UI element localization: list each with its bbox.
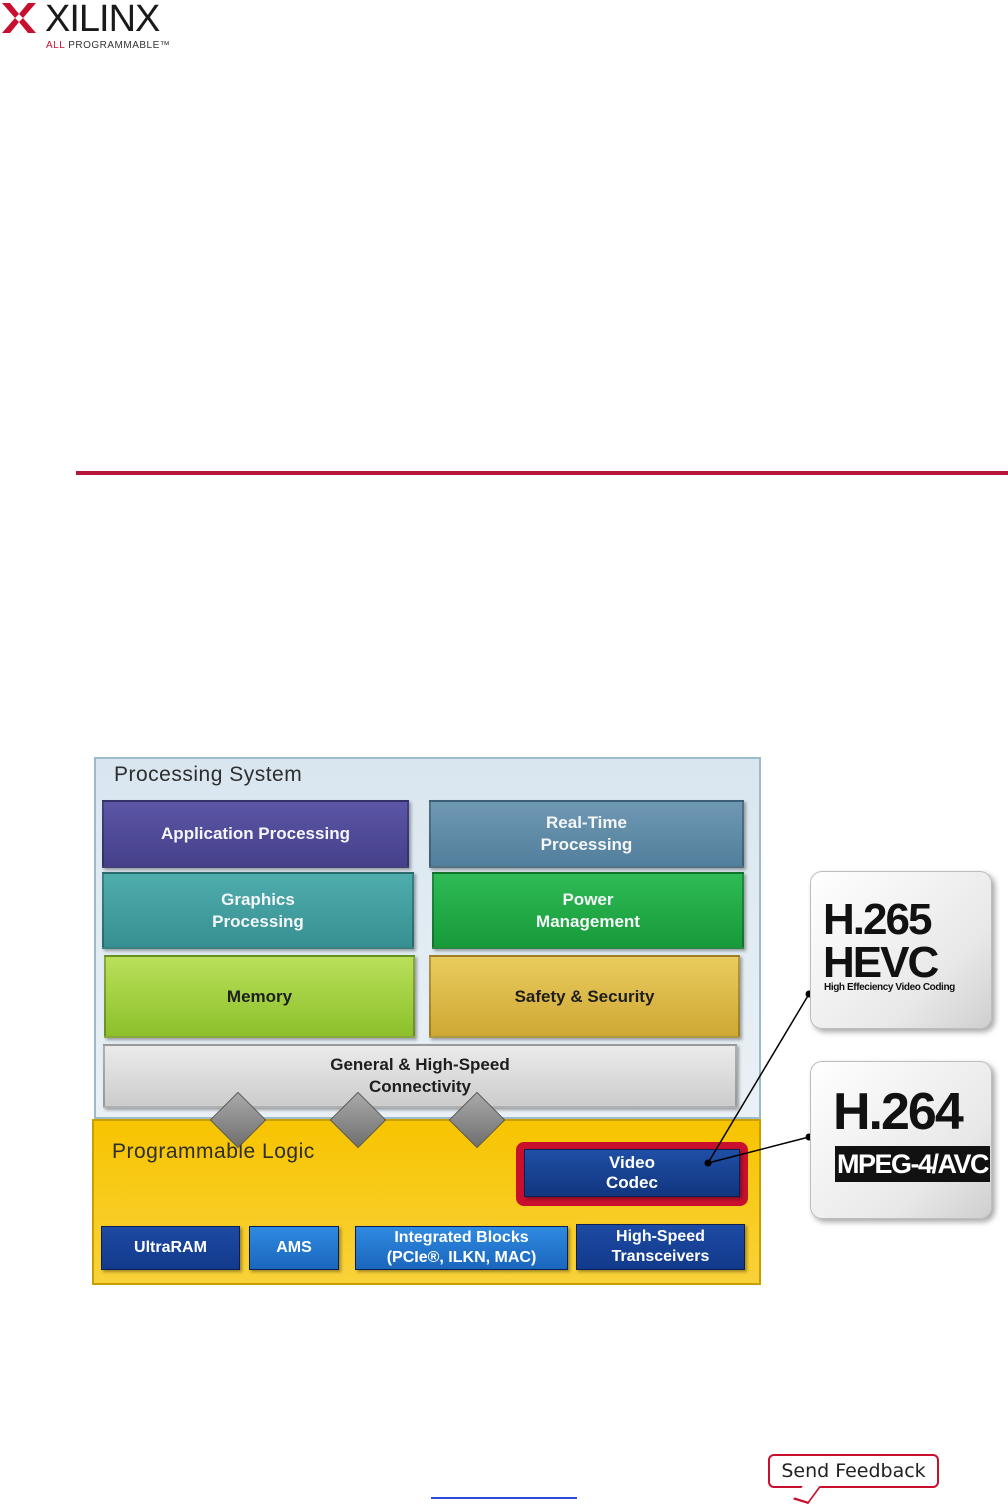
logo-wordmark: XILINX — [45, 0, 160, 40]
hevc-badge-name: HEVC — [823, 938, 939, 987]
block-application-processing: Application Processing — [102, 800, 409, 868]
programmable-logic-title: Programmable Logic — [112, 1140, 315, 1163]
block-ams: AMS — [249, 1226, 339, 1270]
block-high-speed-transceivers: High-Speed Transceivers — [576, 1224, 745, 1270]
hevc-badge: H.265 HEVC High Effeciency Video Coding — [810, 871, 992, 1029]
processing-system-title: Processing System — [114, 763, 303, 786]
avc-badge-subtitle: MPEG-4/AVC — [835, 1146, 991, 1182]
xilinx-x-icon — [2, 3, 36, 33]
section-divider — [76, 471, 1008, 475]
block-video-codec: Video Codec — [524, 1149, 740, 1197]
avc-badge-title: H.264 — [833, 1083, 964, 1141]
xilinx-logo: XILINX ALL PROGRAMMABLE™ — [0, 0, 180, 60]
hevc-badge-title: H.265 — [823, 895, 932, 944]
logo-tagline: ALL PROGRAMMABLE™ — [46, 40, 171, 51]
footer-link[interactable] — [431, 1497, 577, 1499]
avc-badge: H.264 MPEG-4/AVC — [810, 1061, 992, 1219]
send-feedback-button[interactable]: Send Feedback — [768, 1454, 939, 1488]
hevc-badge-subtitle: High Effeciency Video Coding — [824, 982, 955, 993]
block-power-management: Power Management — [432, 872, 744, 949]
block-integrated-blocks: Integrated Blocks (PCIe®, ILKN, MAC) — [355, 1226, 568, 1270]
block-memory: Memory — [104, 955, 415, 1038]
block-safety-security: Safety & Security — [429, 955, 740, 1038]
block-graphics-processing: Graphics Processing — [102, 872, 414, 949]
block-ultraram: UltraRAM — [101, 1226, 240, 1270]
block-connectivity: General & High-Speed Connectivity — [103, 1044, 737, 1108]
block-real-time-processing: Real-Time Processing — [429, 800, 744, 868]
